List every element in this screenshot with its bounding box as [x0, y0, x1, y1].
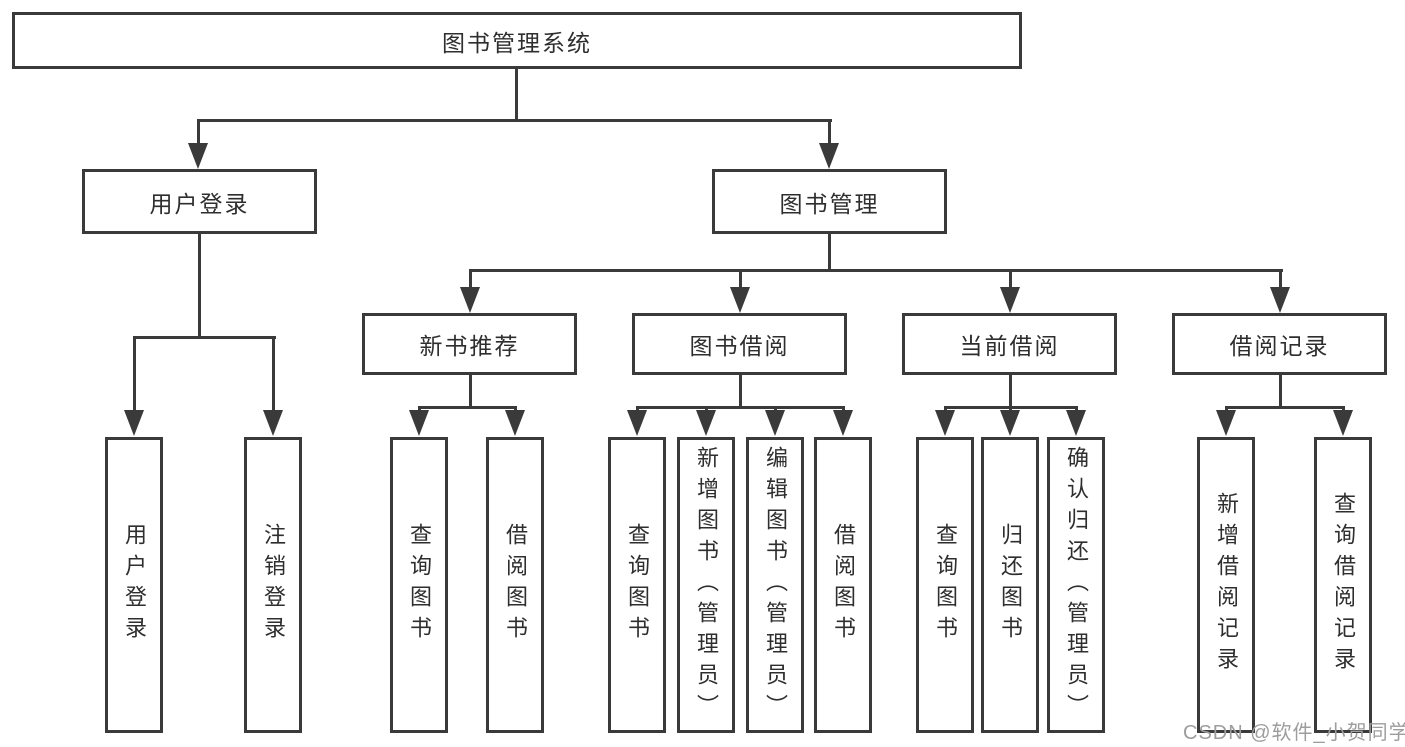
connector-records-crossbar — [1225, 406, 1344, 409]
connector-current-drop — [1009, 269, 1012, 289]
node-leaf-borrow-books-1: 借阅图书 — [486, 437, 544, 733]
node-leaf-add-borrow-record: 新增借阅记录 — [1197, 437, 1255, 733]
arrowhead-login-leaf — [124, 410, 144, 436]
node-leaf-query-books-3: 查询图书 — [916, 437, 974, 733]
connector-book-mgmt-drop — [828, 119, 831, 146]
watermark: CSDN @软件_小贺同学 — [1183, 722, 1405, 744]
arrowhead-leaf — [1333, 410, 1353, 436]
node-leaf-confirm-return-admin: 确认归还（管理员） — [1047, 437, 1105, 733]
connector-borrow-crossbar — [636, 406, 844, 409]
arrowhead-leaf — [409, 410, 429, 436]
node-leaf-edit-book-admin: 编辑图书（管理员） — [746, 437, 804, 733]
connector-records-stem — [1279, 375, 1282, 408]
node-current-borrow: 当前借阅 — [902, 313, 1117, 375]
arrowhead-leaf — [505, 410, 525, 436]
arrowhead-leaf — [627, 410, 647, 436]
arrowhead-borrow — [730, 287, 750, 313]
connector-user-login-drop — [197, 119, 200, 146]
connector-root-crossbar — [197, 119, 832, 122]
node-book-management: 图书管理 — [712, 169, 947, 234]
connector-root-stem — [515, 68, 518, 121]
node-borrow-records: 借阅记录 — [1172, 313, 1387, 375]
connector-borrow-stem — [739, 375, 742, 408]
connector-user-login-crossbar — [133, 336, 276, 339]
arrowhead-book-mgmt — [819, 143, 839, 169]
node-leaf-return-book: 归还图书 — [981, 437, 1039, 733]
node-leaf-query-books-1: 查询图书 — [390, 437, 448, 733]
arrowhead-leaf — [765, 410, 785, 436]
connector-borrow-drop — [739, 269, 742, 289]
connector-records-drop — [1279, 269, 1282, 289]
node-leaf-add-book-admin: 新增图书（管理员） — [677, 437, 735, 733]
arrowhead-current — [1000, 287, 1020, 313]
node-leaf-borrow-books-2: 借阅图书 — [814, 437, 872, 733]
node-book-borrow: 图书借阅 — [632, 313, 847, 375]
arrowhead-leaf — [696, 410, 716, 436]
connector-current-stem — [1009, 375, 1012, 408]
arrowhead-newbook — [460, 287, 480, 313]
arrowhead-leaf — [935, 410, 955, 436]
arrowhead-leaf — [1216, 410, 1236, 436]
node-leaf-query-books-2: 查询图书 — [608, 437, 666, 733]
connector-book-mgmt-stem — [828, 234, 831, 272]
node-leaf-user-login: 用户登录 — [105, 437, 163, 733]
node-leaf-logout: 注销登录 — [244, 437, 302, 733]
connector-newbook-drop — [469, 269, 472, 289]
connector-newbook-crossbar — [418, 406, 517, 409]
connector-user-login-stem — [198, 234, 201, 338]
connector-newbook-stem — [469, 375, 472, 408]
arrowhead-logout-leaf — [263, 410, 283, 436]
connector-login-leaf-drop — [133, 336, 136, 412]
arrowhead-leaf — [1066, 410, 1086, 436]
node-new-book-recommend: 新书推荐 — [362, 313, 577, 375]
arrowhead-records — [1270, 287, 1290, 313]
connector-book-mgmt-crossbar — [469, 269, 1283, 272]
connector-logout-leaf-drop — [272, 336, 275, 412]
node-root: 图书管理系统 — [12, 12, 1022, 69]
arrowhead-user-login — [188, 143, 208, 169]
arrowhead-leaf — [1000, 410, 1020, 436]
node-user-login: 用户登录 — [82, 169, 317, 234]
node-leaf-query-borrow-record: 查询借阅记录 — [1314, 437, 1372, 733]
arrowhead-leaf — [833, 410, 853, 436]
